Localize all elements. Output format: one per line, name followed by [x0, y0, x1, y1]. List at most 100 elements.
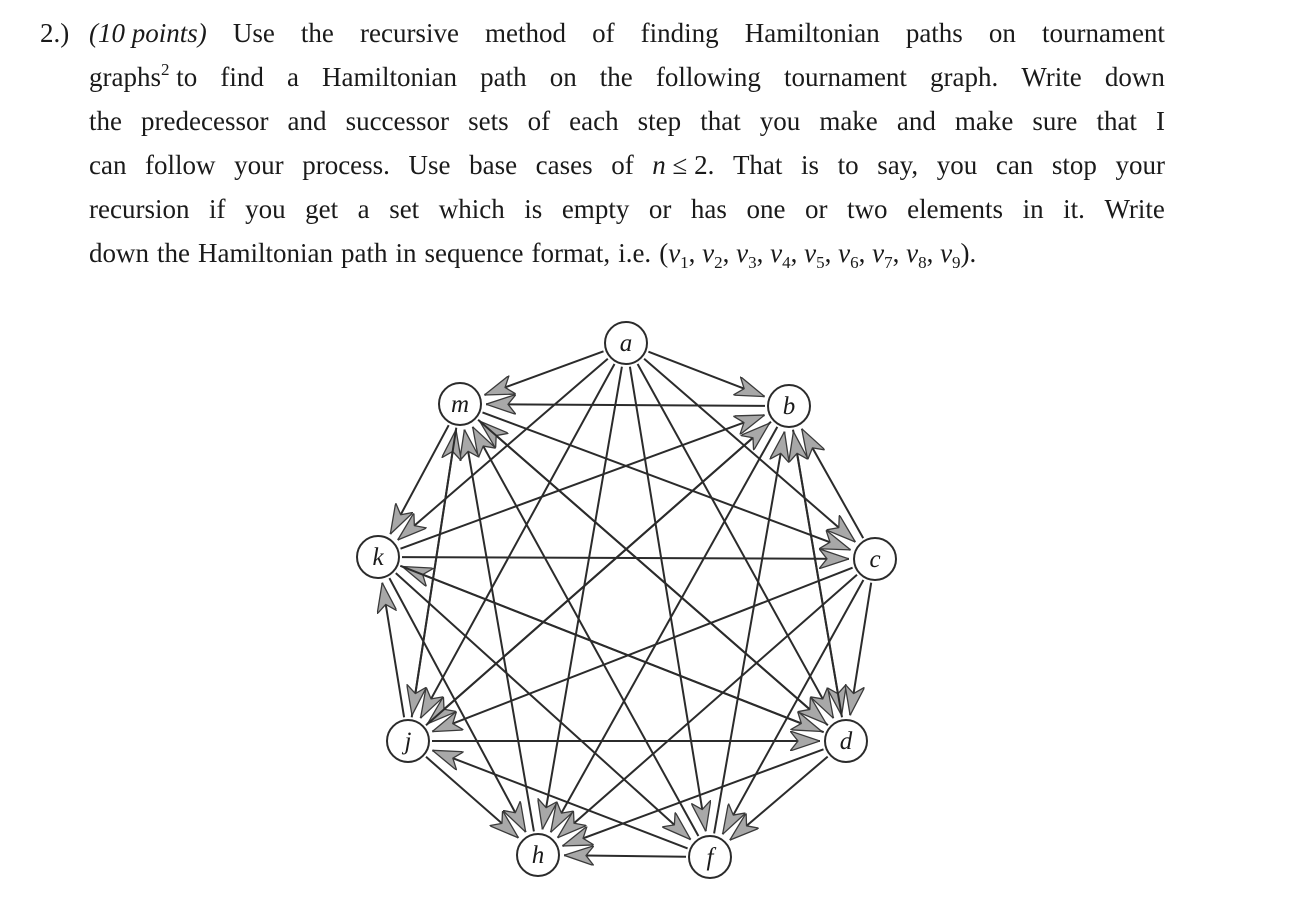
- node-label: b: [783, 393, 796, 420]
- node-d: d: [824, 719, 868, 763]
- problem-word: one: [746, 194, 786, 224]
- problem-word: your: [234, 150, 284, 180]
- node-circle: [604, 321, 648, 365]
- problem-word: the: [89, 106, 122, 136]
- problem-number: 2.): [40, 18, 70, 48]
- problem-word: find: [220, 62, 264, 92]
- graph-edges: [382, 350, 873, 856]
- node-label: f: [707, 844, 717, 871]
- problem-word: empty: [561, 194, 630, 224]
- node-b: b: [767, 384, 811, 428]
- problem-word: i.e.: [618, 238, 652, 268]
- arc-c-to-h: [556, 574, 858, 839]
- problem-word: on: [549, 62, 577, 92]
- problem-word: to: [837, 150, 859, 180]
- arc-j-to-b: [425, 422, 771, 726]
- problem-word: which: [438, 194, 505, 224]
- problem-word: Hamiltonian: [198, 238, 333, 268]
- problem-word: base: [469, 150, 518, 180]
- problem-word: that: [1096, 106, 1137, 136]
- problem-word: sure: [1032, 106, 1078, 136]
- node-circle: [516, 833, 560, 877]
- arc-j-to-h: [425, 756, 520, 839]
- problem-word: two: [847, 194, 888, 224]
- node-circle: [824, 719, 868, 763]
- problem-word: of: [527, 106, 551, 136]
- problem-word: make: [819, 106, 878, 136]
- problem-word: tournament: [783, 62, 907, 92]
- problem-word: Write: [1021, 62, 1082, 92]
- node-circle: [767, 384, 811, 428]
- arc-j-to-k: [382, 583, 406, 718]
- problem-word: and: [896, 106, 936, 136]
- problem-word: the: [300, 18, 334, 48]
- problem-word: sets: [468, 106, 509, 136]
- problem-word: the: [599, 62, 633, 92]
- problem-word: or: [805, 194, 828, 224]
- node-circle: [386, 719, 430, 763]
- arc-a-to-j: [419, 363, 616, 718]
- problem-word: process.: [302, 150, 390, 180]
- problem-word: down: [1104, 62, 1165, 92]
- problem-word: your: [1115, 150, 1165, 180]
- problem-word: sequence: [424, 238, 524, 268]
- problem-word: Hamiltonian: [744, 18, 880, 48]
- problem-word: it.: [1063, 194, 1085, 224]
- node-circle: [356, 535, 400, 579]
- arc-a-to-b: [648, 350, 764, 398]
- problem-word: and: [287, 106, 327, 136]
- arc-b-to-m: [486, 404, 766, 406]
- problem-word: down: [89, 238, 149, 268]
- arc-a-to-k: [397, 357, 609, 541]
- problem-word: method: [485, 18, 567, 48]
- problem-word: is: [524, 194, 543, 224]
- node-k: k: [356, 535, 400, 579]
- node-c: c: [853, 537, 897, 581]
- problem-word: format,: [531, 238, 611, 268]
- problem-word: a: [286, 62, 299, 92]
- arc-f-to-b: [713, 432, 784, 834]
- node-circle: [853, 537, 897, 581]
- problem-word: of: [611, 150, 634, 180]
- problem-word: of: [592, 18, 615, 48]
- arc-f-to-h: [564, 855, 687, 856]
- arc-c-to-b: [800, 429, 865, 539]
- problem-word: is: [801, 150, 820, 180]
- arc-d-to-h: [562, 748, 824, 847]
- node-label: d: [840, 728, 853, 755]
- problem-word: graph.: [930, 62, 999, 92]
- arc-m-to-j: [412, 427, 458, 716]
- problem-word: in: [1022, 194, 1044, 224]
- problem-word: say,: [877, 150, 919, 180]
- problem-word: That: [732, 150, 783, 180]
- problem-word: follow: [145, 150, 216, 180]
- problem-word: you: [759, 106, 801, 136]
- problem-word: predecessor: [141, 106, 269, 136]
- problem-word: has: [690, 194, 727, 224]
- problem-word: that: [700, 106, 741, 136]
- problem-word: path: [480, 62, 527, 92]
- arc-k-to-f: [395, 572, 692, 841]
- arc-a-to-f: [628, 366, 706, 832]
- node-label: c: [869, 546, 880, 573]
- problem-word: elements: [907, 194, 1004, 224]
- node-label: h: [532, 842, 545, 869]
- problem-word: if: [209, 194, 226, 224]
- problem-word: following: [655, 62, 761, 92]
- problem-word: n ≤ 2.: [652, 150, 715, 180]
- problem-word: finding: [640, 18, 719, 48]
- arc-d-to-b: [793, 432, 843, 718]
- arc-m-to-k: [389, 424, 450, 534]
- arc-h-to-m: [464, 430, 535, 832]
- arc-c-to-f: [721, 579, 865, 834]
- arc-k-to-h: [388, 577, 527, 832]
- problem-word: stop: [1051, 150, 1097, 180]
- arc-a-to-d: [636, 363, 835, 718]
